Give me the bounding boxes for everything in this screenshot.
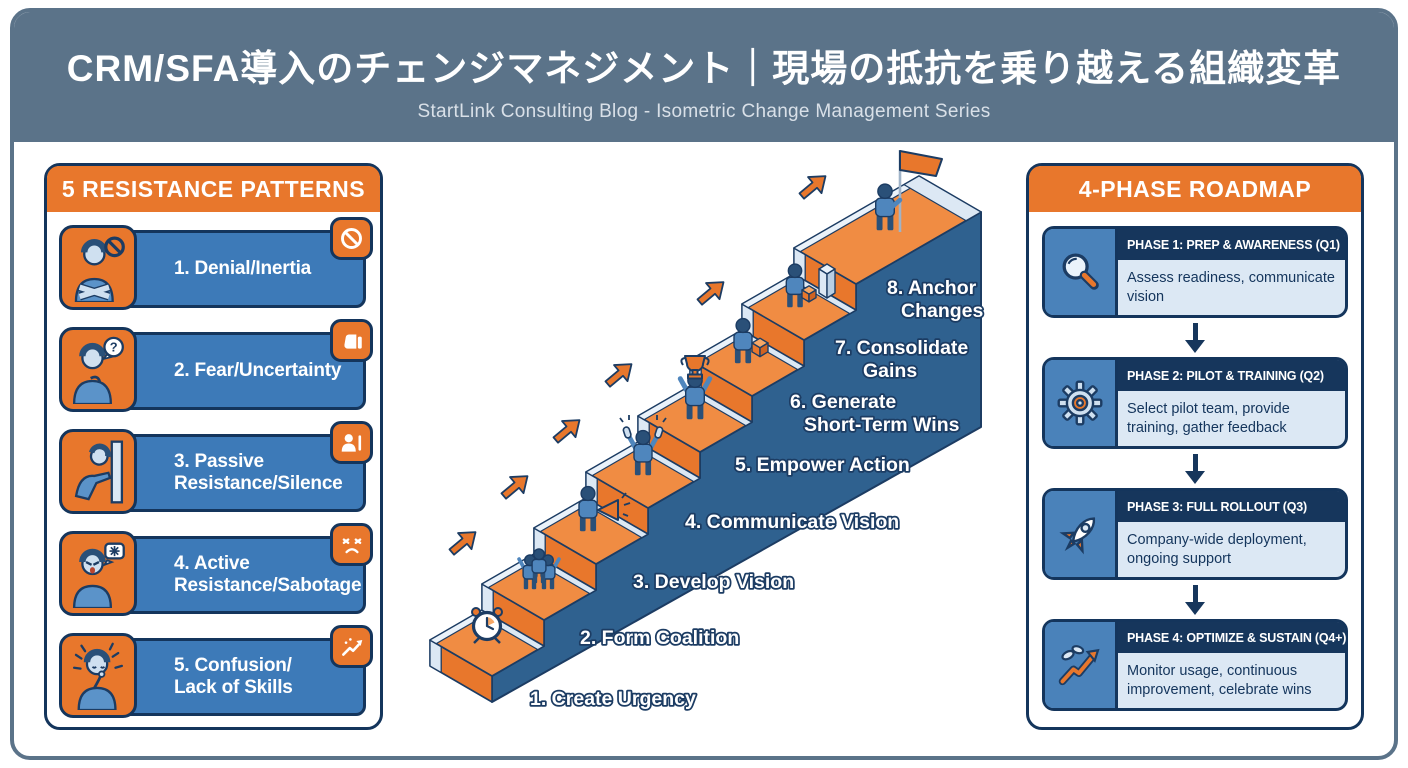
phase-description: Monitor usage, continuous improvement, c… <box>1127 662 1312 698</box>
roadmap-panel: 4-PHASE ROADMAP PHASE 1: PREP & AWARENES… <box>1026 163 1364 730</box>
resistance-item-label: 2. Fear/Uncertainty <box>111 332 366 410</box>
resistance-items-list: 1. Denial/Inertia 2. Fear/Uncertainty ? 3… <box>47 212 380 720</box>
flag-icon <box>899 150 943 177</box>
phase-card-4: PHASE 4: OPTIMIZE & SUSTAIN (Q4+) Monitor… <box>1042 619 1348 711</box>
infographic-frame: CRM/SFA導入のチェンジマネジメント｜現場の抵抗を乗り越える組織変革 Sta… <box>10 8 1398 760</box>
phase-connector-arrow <box>1042 580 1348 619</box>
confusion-person-icon <box>59 633 137 718</box>
no-entry-icon <box>330 217 373 260</box>
person-figure <box>578 485 598 532</box>
resistance-panel: 5 RESISTANCE PATTERNS 1. Denial/Inertia … <box>44 163 383 730</box>
phase-header: PHASE 1: PREP & AWARENESS (Q1) <box>1118 229 1345 260</box>
resistance-panel-title: 5 RESISTANCE PATTERNS <box>47 166 380 212</box>
up-arrow-icon <box>604 363 633 388</box>
step-label-2: 2. Form Coalition <box>580 627 739 649</box>
rocket-icon <box>1045 491 1118 577</box>
megaphone-icon <box>597 492 631 521</box>
phase-connector-arrow <box>1042 449 1348 488</box>
phase-list: PHASE 1: PREP & AWARENESS (Q1) Assess rea… <box>1029 212 1361 711</box>
resistance-item-label: 1. Denial/Inertia <box>111 230 366 308</box>
resistance-item-2: 2. Fear/Uncertainty ? <box>59 319 373 414</box>
step-label-5: 5. Empower Action <box>735 454 910 476</box>
resistance-item-label: 5. Confusion/Lack of Skills <box>111 638 366 716</box>
passive-person-icon <box>59 429 137 514</box>
up-arrow-icon <box>500 475 529 500</box>
up-arrow-icon <box>448 531 477 556</box>
gear-icon <box>1045 360 1118 446</box>
page-subtitle: StartLink Consulting Blog - Isometric Ch… <box>417 101 991 122</box>
magnifier-icon <box>1045 229 1118 315</box>
person-figure <box>531 548 547 584</box>
silence-icon <box>330 421 373 464</box>
phase-card-1: PHASE 1: PREP & AWARENESS (Q1) Assess rea… <box>1042 226 1348 318</box>
page-title: CRM/SFA導入のチェンジマネジメント｜現場の抵抗を乗り越える組織変革 <box>66 48 1342 89</box>
phase-header: PHASE 2: PILOT & TRAINING (Q2) <box>1118 360 1345 391</box>
step-label-3: 3. Develop Vision <box>633 571 794 593</box>
up-arrow-icon <box>798 175 827 200</box>
alarm-clock-icon <box>471 607 503 644</box>
phase-connector-arrow <box>1042 318 1348 357</box>
resistance-item-5: 5. Confusion/Lack of Skills <box>59 625 373 720</box>
up-arrow-icon <box>552 419 581 444</box>
up-arrow-icon <box>696 281 725 306</box>
header-band: CRM/SFA導入のチェンジマネジメント｜現場の抵抗を乗り越える組織変革 Sta… <box>14 12 1394 142</box>
person-figure <box>677 372 713 420</box>
step-label-1: 1. Create Urgency <box>530 688 696 710</box>
skill-gap-icon <box>330 625 373 668</box>
phase-card-3: PHASE 3: FULL ROLLOUT (Q3) Company-wide d… <box>1042 488 1348 580</box>
staircase-diagram: 1. Create Urgency 2. Form Coalition 3. Dev… <box>429 150 985 712</box>
step-label-4: 4. Communicate Vision <box>685 511 899 533</box>
thumbs-down-icon <box>330 319 373 362</box>
phase-description: Company-wide deployment, ongoing support <box>1127 531 1307 567</box>
angry-face-icon <box>330 523 373 566</box>
broken-chain-icon <box>619 415 667 439</box>
phase-card-2: PHASE 2: PILOT & TRAINING (Q2) Select pil… <box>1042 357 1348 449</box>
roadmap-panel-title: 4-PHASE ROADMAP <box>1029 166 1361 212</box>
person-figure <box>626 429 660 476</box>
denial-person-icon <box>59 225 137 310</box>
resistance-item-1: 1. Denial/Inertia <box>59 217 373 312</box>
phase-description: Select pilot team, provide training, gat… <box>1127 400 1290 436</box>
growth-icon <box>1045 622 1118 708</box>
phase-header: PHASE 4: OPTIMIZE & SUSTAIN (Q4+) <box>1118 622 1346 653</box>
active-person-icon <box>59 531 137 616</box>
svg-text:?: ? <box>110 339 118 354</box>
phase-header: PHASE 3: FULL ROLLOUT (Q3) <box>1118 491 1345 522</box>
person-figure <box>785 263 805 308</box>
trophy-icon <box>680 355 710 380</box>
person-figure <box>733 317 753 364</box>
phase-description: Assess readiness, communicate vision <box>1127 269 1335 305</box>
fear-person-icon: ? <box>59 327 137 412</box>
